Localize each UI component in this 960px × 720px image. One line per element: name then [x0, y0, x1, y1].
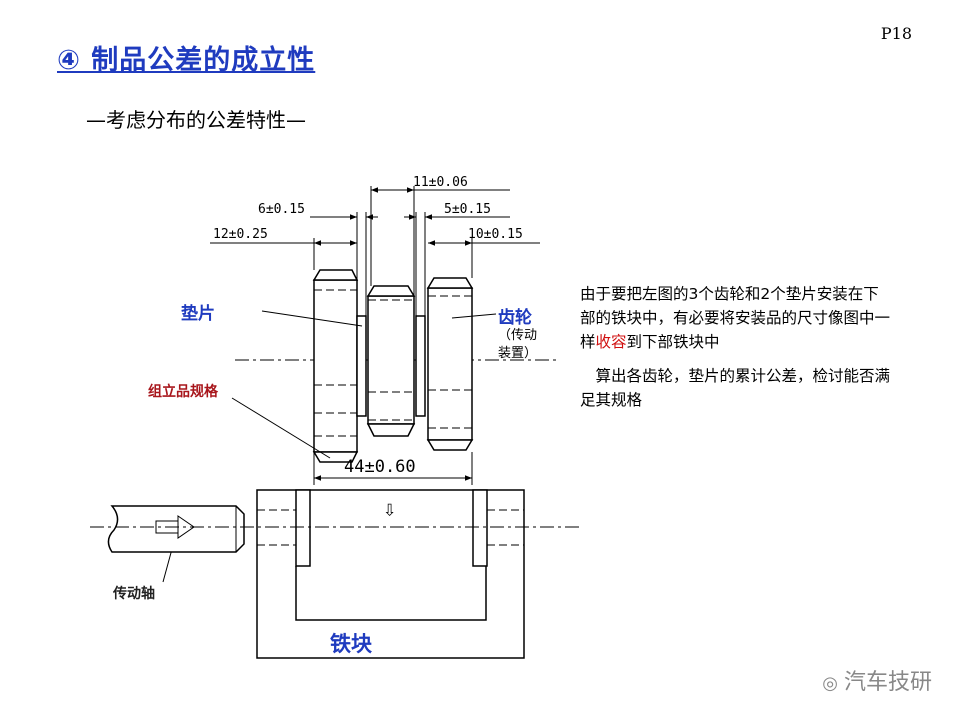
- drive-shaft-shape: [107, 505, 245, 553]
- description-paragraph-2: 算出各齿轮，垫片的累计公差，检讨能否满足其规格: [580, 367, 891, 409]
- description-panel: 由于要把左图的3个齿轮和2个垫片安装在下部的铁块中，有必要将安装品的尺寸像图中一…: [580, 282, 890, 422]
- page-subtitle: —考虑分布的公差特性—: [86, 108, 306, 132]
- gear-note-line-2: 装置）: [498, 346, 538, 361]
- dim-label-12: 12±0.25: [213, 227, 268, 242]
- dim-label-44: 44±0.60: [344, 457, 416, 477]
- dim-label-6: 6±0.15: [258, 202, 305, 217]
- washer-leader: [261, 310, 363, 327]
- gear-note-line-1: （传动: [498, 328, 538, 343]
- description-p1-highlight: 收容: [595, 333, 627, 351]
- assembly-spec-label: 组立品规格: [148, 384, 218, 400]
- page-number: P18: [880, 24, 912, 43]
- wechat-icon: ◎: [822, 673, 838, 694]
- washer-label: 垫片: [181, 304, 215, 324]
- description-paragraph-1: 由于要把左图的3个齿轮和2个垫片安装在下部的铁块中，有必要将安装品的尺寸像图中一…: [580, 282, 890, 354]
- dim-label-5: 5±0.15: [444, 202, 491, 217]
- drive-shaft-label: 传动轴: [113, 586, 155, 602]
- gear-note: （传动 装置）: [498, 327, 537, 363]
- description-p1-text-a: 由于要把左图的3个齿轮和2个垫片安装在下部的铁块中，有必要将安装品的尺寸像图中一…: [580, 285, 891, 351]
- dim-label-11: 11±0.06: [413, 175, 468, 190]
- gear-right: [426, 277, 474, 451]
- washer-thin-right: [415, 315, 426, 417]
- assembly-spec-leader: [231, 397, 331, 459]
- down-arrow-icon: ⇩: [383, 497, 396, 522]
- gear-middle: [366, 285, 416, 437]
- gear-label: 齿轮: [498, 308, 532, 328]
- watermark-text: 汽车技研: [843, 670, 932, 695]
- washer-thin-left: [356, 315, 367, 417]
- watermark: ◎汽车技研: [822, 664, 932, 696]
- dim-label-10: 10±0.15: [468, 227, 523, 242]
- page-title: ④ 制品公差的成立性: [57, 45, 316, 76]
- description-p1-text-b: 到下部铁块中: [626, 333, 720, 351]
- gear-leader: [451, 313, 497, 319]
- washer-part-left: [312, 269, 359, 463]
- iron-block-shape: [256, 489, 525, 659]
- iron-block-label: 铁块: [330, 632, 372, 656]
